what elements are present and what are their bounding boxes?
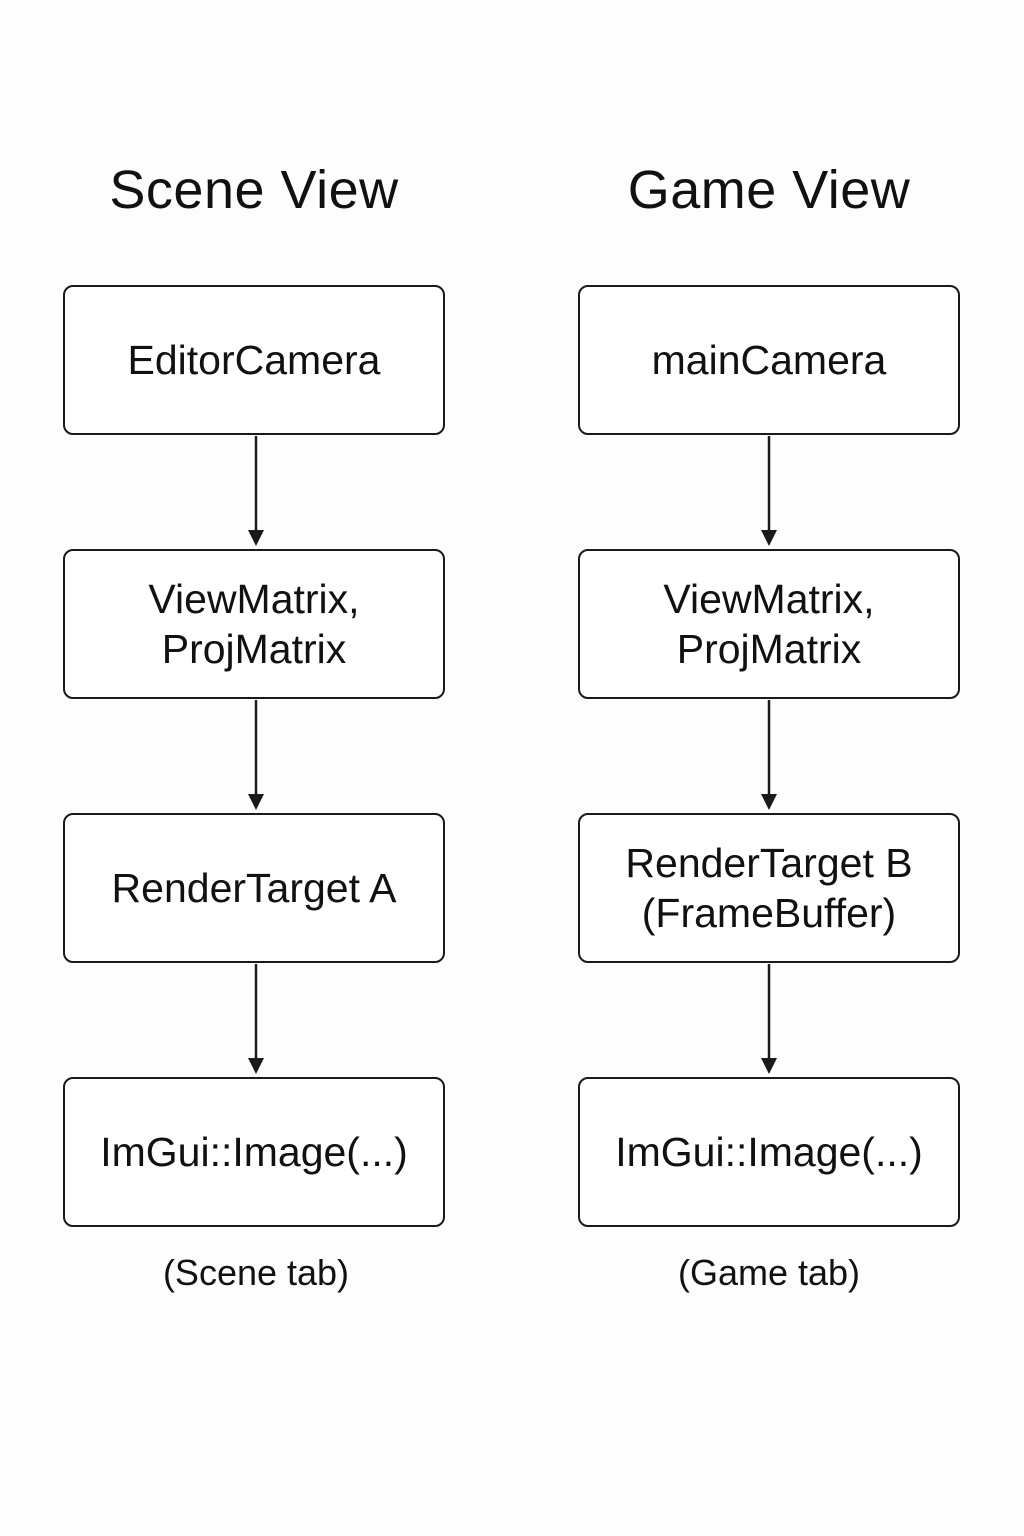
scene-arrow-1 — [248, 436, 264, 546]
scene-tab-caption: (Scene tab) — [162, 1252, 350, 1293]
game-imgui-image-label: ImGui::Image(...) — [615, 1129, 923, 1175]
game-view-title: Game View — [627, 160, 911, 220]
game-view-matrix-label: ViewMatrix, — [663, 576, 875, 622]
game-matrix-box: ViewMatrix, ProjMatrix — [578, 549, 960, 699]
game-arrow-2 — [761, 700, 777, 810]
scene-imgui-image-box: ImGui::Image(...) — [63, 1077, 445, 1227]
render-target-a-box: RenderTarget A — [63, 813, 445, 963]
game-proj-matrix-label: ProjMatrix — [676, 626, 862, 672]
game-tab-caption: (Game tab) — [677, 1252, 861, 1293]
scene-proj-matrix-label: ProjMatrix — [161, 626, 347, 672]
game-arrow-3 — [761, 964, 777, 1074]
main-camera-label: mainCamera — [651, 337, 887, 383]
scene-imgui-image-label: ImGui::Image(...) — [100, 1129, 408, 1175]
scene-arrow-2 — [248, 700, 264, 810]
render-target-b-label: RenderTarget B — [625, 840, 913, 886]
game-imgui-image-box: ImGui::Image(...) — [578, 1077, 960, 1227]
scene-matrix-box: ViewMatrix, ProjMatrix — [63, 549, 445, 699]
scene-view-title: Scene View — [109, 160, 399, 220]
render-target-a-label: RenderTarget A — [111, 865, 397, 911]
game-arrow-1 — [761, 436, 777, 546]
scene-arrow-3 — [248, 964, 264, 1074]
main-camera-box: mainCamera — [578, 285, 960, 435]
framebuffer-label: (FrameBuffer) — [641, 890, 897, 936]
render-target-b-box: RenderTarget B (FrameBuffer) — [578, 813, 960, 963]
scene-view-matrix-label: ViewMatrix, — [148, 576, 360, 622]
editor-camera-box: EditorCamera — [63, 285, 445, 435]
editor-camera-label: EditorCamera — [127, 337, 381, 383]
